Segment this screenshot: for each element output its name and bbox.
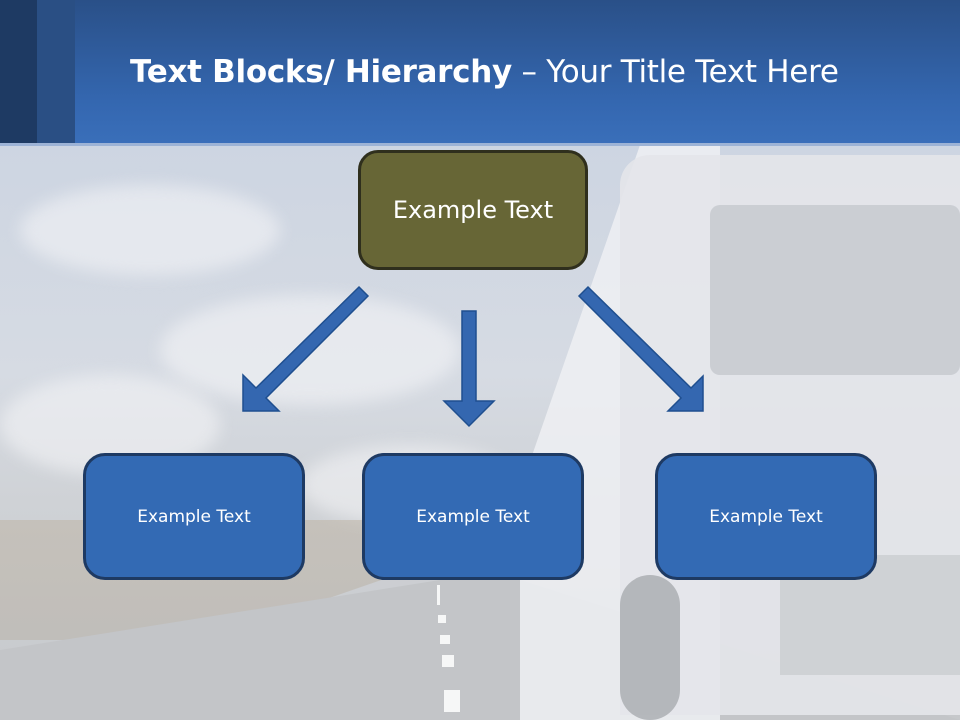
child-node-box-3[interactable]: Example Text [655, 453, 877, 580]
header-accent-bar [0, 0, 37, 145]
truck-image [480, 145, 960, 720]
header-divider [0, 143, 960, 146]
top-node-label: Example Text [392, 196, 554, 224]
title-rest: – Your Title Text Here [511, 54, 839, 90]
slide-title: Text Blocks/ Hierarchy – Your Title Text… [130, 54, 839, 90]
arrow-down-icon [442, 310, 496, 428]
child-node-box-2[interactable]: Example Text [362, 453, 584, 580]
top-node-box[interactable]: Example Text [358, 150, 588, 270]
title-bar: Text Blocks/ Hierarchy – Your Title Text… [0, 0, 960, 145]
header-accent-bar [37, 0, 75, 145]
child-node-box-1[interactable]: Example Text [83, 453, 305, 580]
child-node-label: Example Text [709, 506, 823, 527]
arrow-down-right-icon [577, 285, 704, 412]
arrow-down-left-icon [242, 285, 370, 412]
child-node-label: Example Text [137, 506, 251, 527]
title-bold: Text Blocks/ Hierarchy [130, 54, 512, 90]
child-node-label: Example Text [416, 506, 530, 527]
